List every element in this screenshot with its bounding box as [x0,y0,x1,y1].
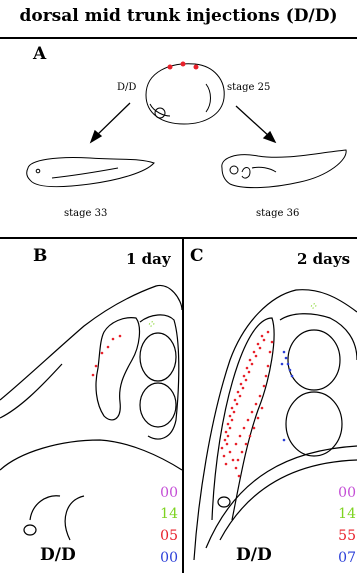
panel-b-count-magenta: 00 [138,485,178,501]
embryo-stage36 [222,150,346,188]
stage-25-label: stage 25 [227,82,270,93]
panel-b-count-blue: 00 [138,550,178,566]
panel-c-count-blue: 07 [316,550,356,566]
arrow-left [91,103,130,142]
embryo-stage33 [27,157,154,186]
red-cells-c [221,331,274,478]
stage-33-label: stage 33 [64,208,107,219]
panel-c-count-red: 55 [316,528,356,544]
panel-b-count-green: 14 [138,506,178,522]
panel-c-letter: C [190,246,204,266]
embryo-stage25 [146,64,224,124]
panel-b-genotype: D/D [40,545,76,565]
panel-c-count-magenta: 00 [316,485,356,501]
panel-a-letter: A [33,44,46,64]
red-cells-b [92,335,122,377]
panel-c-timepoint: 2 days [297,250,350,268]
panel-b-timepoint: 1 day [126,250,171,268]
panel-b-green-label-icon: ⁘ [146,318,155,331]
panel-b-count-red: 05 [138,528,178,544]
stage-36-label: stage 36 [256,208,299,219]
panel-c-count-green: 14 [316,506,356,522]
blue-cells-c [281,351,294,442]
injection-dot [194,65,199,70]
injection-site-label: D/D [117,82,136,93]
panel-c-green-label-icon: ⁘ [308,300,317,313]
injection-dot [168,65,173,70]
panel-b-letter: B [33,246,47,266]
injection-dot [181,62,186,67]
arrow-right [236,106,275,142]
panel-c-genotype: D/D [236,545,272,565]
